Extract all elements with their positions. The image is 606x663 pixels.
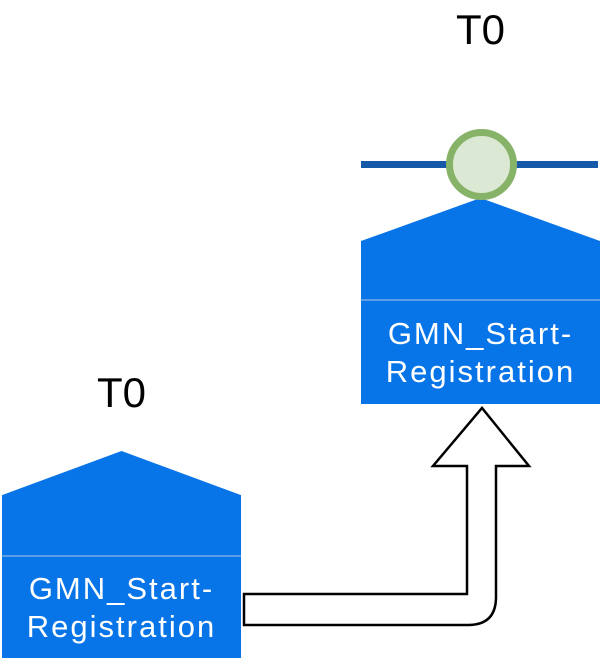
target-block-label: GMN_Start- Registration <box>361 301 600 404</box>
connector-arrow[interactable] <box>242 406 532 627</box>
source-block-label: GMN_Start- Registration <box>2 557 241 658</box>
target-label-line1: GMN_Start- <box>387 315 574 351</box>
event-circle-icon[interactable] <box>446 129 517 200</box>
target-time-label: T0 <box>455 6 505 53</box>
block-divider <box>2 555 241 557</box>
source-activity-block[interactable]: GMN_Start- Registration <box>2 451 241 658</box>
target-activity-block[interactable]: GMN_Start- Registration <box>361 198 600 404</box>
block-divider <box>361 299 600 301</box>
source-label-line1: GMN_Start- <box>28 570 215 606</box>
source-time-label: T0 <box>96 369 146 416</box>
source-label-line2: Registration <box>26 608 217 644</box>
target-label-line2: Registration <box>385 353 576 389</box>
